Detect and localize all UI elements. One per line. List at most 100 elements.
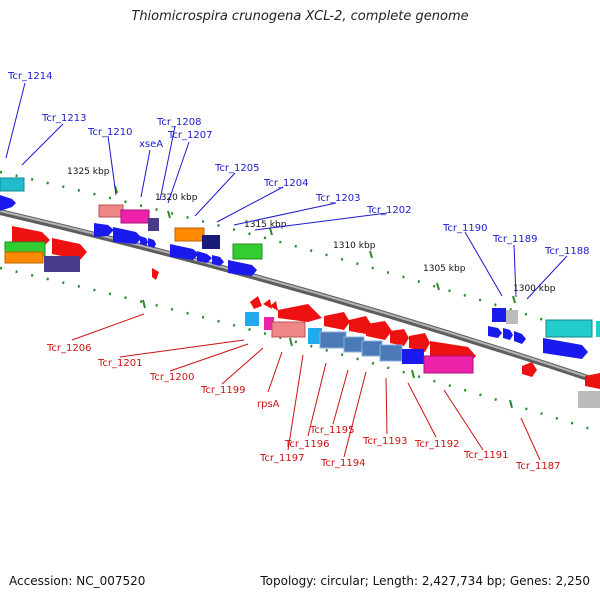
major-tick — [411, 369, 415, 379]
gene-label-tcr-1187[interactable]: Tcr_1187 — [515, 461, 560, 472]
gene-feature-steel-blue[interactable] — [319, 331, 347, 349]
gene-feature-tcr-1210[interactable] — [98, 204, 124, 218]
gene-feature-tcr-1188[interactable] — [545, 319, 593, 338]
gene-label-tcr-1206[interactable]: Tcr_1206 — [46, 343, 91, 354]
gene-feature-red[interactable] — [152, 268, 159, 280]
gene-feature-blue[interactable] — [488, 326, 502, 338]
gene-feature-red[interactable] — [270, 301, 278, 311]
gene-feature-blue[interactable] — [503, 328, 513, 340]
gene-label-tcr-1189[interactable]: Tcr_1189 — [492, 234, 537, 245]
gene-feature-steel-blue[interactable] — [343, 336, 365, 353]
gene-feature-blue[interactable] — [402, 349, 424, 364]
gene-label-tcr-1190[interactable]: Tcr_1190 — [442, 223, 487, 234]
gene-feature-blue[interactable] — [148, 238, 156, 248]
gene-feature-pink[interactable] — [423, 355, 474, 374]
gene-feature-purple[interactable] — [148, 218, 159, 231]
gene-label-tcr-1214[interactable]: Tcr_1214 — [7, 71, 52, 82]
gene-feature-salmon[interactable] — [271, 321, 306, 338]
gene-feature-blue[interactable] — [113, 227, 142, 244]
gene-feature-tcr-1189[interactable] — [506, 310, 518, 324]
bottom-label-leaders — [71, 313, 541, 461]
gene-feature-purple[interactable] — [44, 256, 80, 272]
gene-label-tcr-1202[interactable]: Tcr_1202 — [366, 205, 411, 216]
gene-label-tcr-1193[interactable]: Tcr_1193 — [362, 436, 407, 447]
gene-label-tcr-1205[interactable]: Tcr_1205 — [214, 163, 259, 174]
scale-label-1315: 1315 kbp — [244, 220, 287, 230]
gene-label-tcr-1204[interactable]: Tcr_1204 — [263, 178, 308, 189]
bottom-labels: Tcr_1206 Tcr_1201 Tcr_1200 Tcr_1199 rpsA… — [46, 343, 560, 472]
gene-feature-cyan[interactable] — [245, 312, 259, 326]
gene-label-tcr-1203[interactable]: Tcr_1203 — [315, 193, 360, 204]
gene-label-rpsa[interactable]: rpsA — [257, 399, 280, 410]
gene-feature-blue[interactable] — [514, 331, 526, 344]
genome-summary-text: Topology: circular; Length: 2,427,734 bp… — [260, 574, 590, 588]
gene-feature-red[interactable] — [366, 321, 392, 340]
gene-feature-red[interactable] — [522, 362, 537, 377]
gene-feature-red[interactable] — [324, 312, 350, 330]
gene-label-tcr-1195[interactable]: Tcr_1195 — [309, 425, 354, 436]
gene-label-tcr-1210[interactable]: Tcr_1210 — [87, 127, 132, 138]
genome-axis-highlight — [0, 210, 600, 382]
gene-label-tcr-1196[interactable]: Tcr_1196 — [284, 439, 329, 450]
top-label-leaders — [5, 82, 568, 300]
gene-label-xsea[interactable]: xseA — [139, 139, 163, 150]
gene-feature-pink[interactable] — [120, 209, 150, 224]
top-gene-features — [0, 177, 600, 359]
gene-label-tcr-1194[interactable]: Tcr_1194 — [320, 458, 365, 469]
gene-label-tcr-1200[interactable]: Tcr_1200 — [149, 372, 194, 383]
gene-label-tcr-1199[interactable]: Tcr_1199 — [200, 385, 245, 396]
gene-feature-blue[interactable] — [140, 236, 148, 246]
gene-feature-green[interactable] — [232, 243, 263, 260]
major-tick — [436, 282, 440, 291]
scale-label-1325: 1325 kbp — [67, 167, 110, 177]
gene-feature-orange[interactable] — [4, 251, 44, 264]
gene-feature-red[interactable] — [278, 304, 322, 322]
gene-feature-blue[interactable] — [94, 223, 114, 237]
gene-feature-edge[interactable] — [596, 321, 600, 337]
gene-feature-steel-blue[interactable] — [361, 340, 383, 357]
bottom-gene-features — [4, 226, 600, 408]
major-tick — [289, 337, 293, 347]
gene-feature-red[interactable] — [263, 299, 272, 309]
gene-feature-blue[interactable] — [170, 244, 199, 260]
gene-feature-gray[interactable] — [578, 391, 600, 408]
gene-feature-blue[interactable] — [197, 251, 212, 263]
major-tick — [269, 227, 273, 236]
gene-feature-tcr-1214[interactable] — [0, 177, 25, 192]
gene-feature-orange[interactable] — [174, 227, 205, 242]
major-tick — [369, 250, 373, 259]
gene-label-tcr-1201[interactable]: Tcr_1201 — [97, 358, 142, 369]
scale-label-1305: 1305 kbp — [423, 264, 466, 274]
gene-feature-red[interactable] — [585, 373, 600, 389]
gene-feature-red[interactable] — [52, 238, 87, 260]
gene-feature-tcr-1190[interactable] — [492, 308, 506, 322]
gene-label-tcr-1188[interactable]: Tcr_1188 — [544, 246, 589, 257]
map-title: Thiomicrospira crunogena XCL-2, complete… — [131, 9, 469, 24]
gene-feature-red[interactable] — [250, 296, 262, 309]
gene-feature-red[interactable] — [390, 329, 409, 346]
gene-label-tcr-1197[interactable]: Tcr_1197 — [259, 453, 304, 464]
gene-label-tcr-1213[interactable]: Tcr_1213 — [41, 113, 86, 124]
major-tick — [509, 399, 513, 409]
scale-label-1310: 1310 kbp — [333, 241, 376, 251]
top-labels: Tcr_1214 Tcr_1213 Tcr_1210 xseA Tcr_1208… — [7, 71, 589, 257]
gene-label-tcr-1192[interactable]: Tcr_1192 — [414, 439, 459, 450]
accession-text: Accession: NC_007520 — [9, 574, 146, 588]
scale-label-1320: 1320 kbp — [155, 193, 198, 203]
gene-label-tcr-1208[interactable]: Tcr_1208 — [156, 117, 201, 128]
gene-feature-blue[interactable] — [543, 338, 588, 359]
gene-feature-red[interactable] — [409, 333, 430, 352]
gene-feature-cyan[interactable] — [308, 328, 322, 344]
gene-feature-steel-blue[interactable] — [379, 344, 403, 362]
major-tick — [512, 295, 516, 304]
gene-label-tcr-1191[interactable]: Tcr_1191 — [463, 450, 508, 461]
major-tick — [167, 210, 171, 219]
gene-label-tcr-1207[interactable]: Tcr_1207 — [167, 130, 212, 141]
gene-feature-blue[interactable] — [212, 255, 224, 266]
gene-feature-navy[interactable] — [202, 235, 220, 249]
gene-feature-blue[interactable] — [228, 260, 257, 276]
gene-feature-blue[interactable] — [0, 195, 16, 211]
gene-feature-pink[interactable] — [264, 317, 274, 330]
